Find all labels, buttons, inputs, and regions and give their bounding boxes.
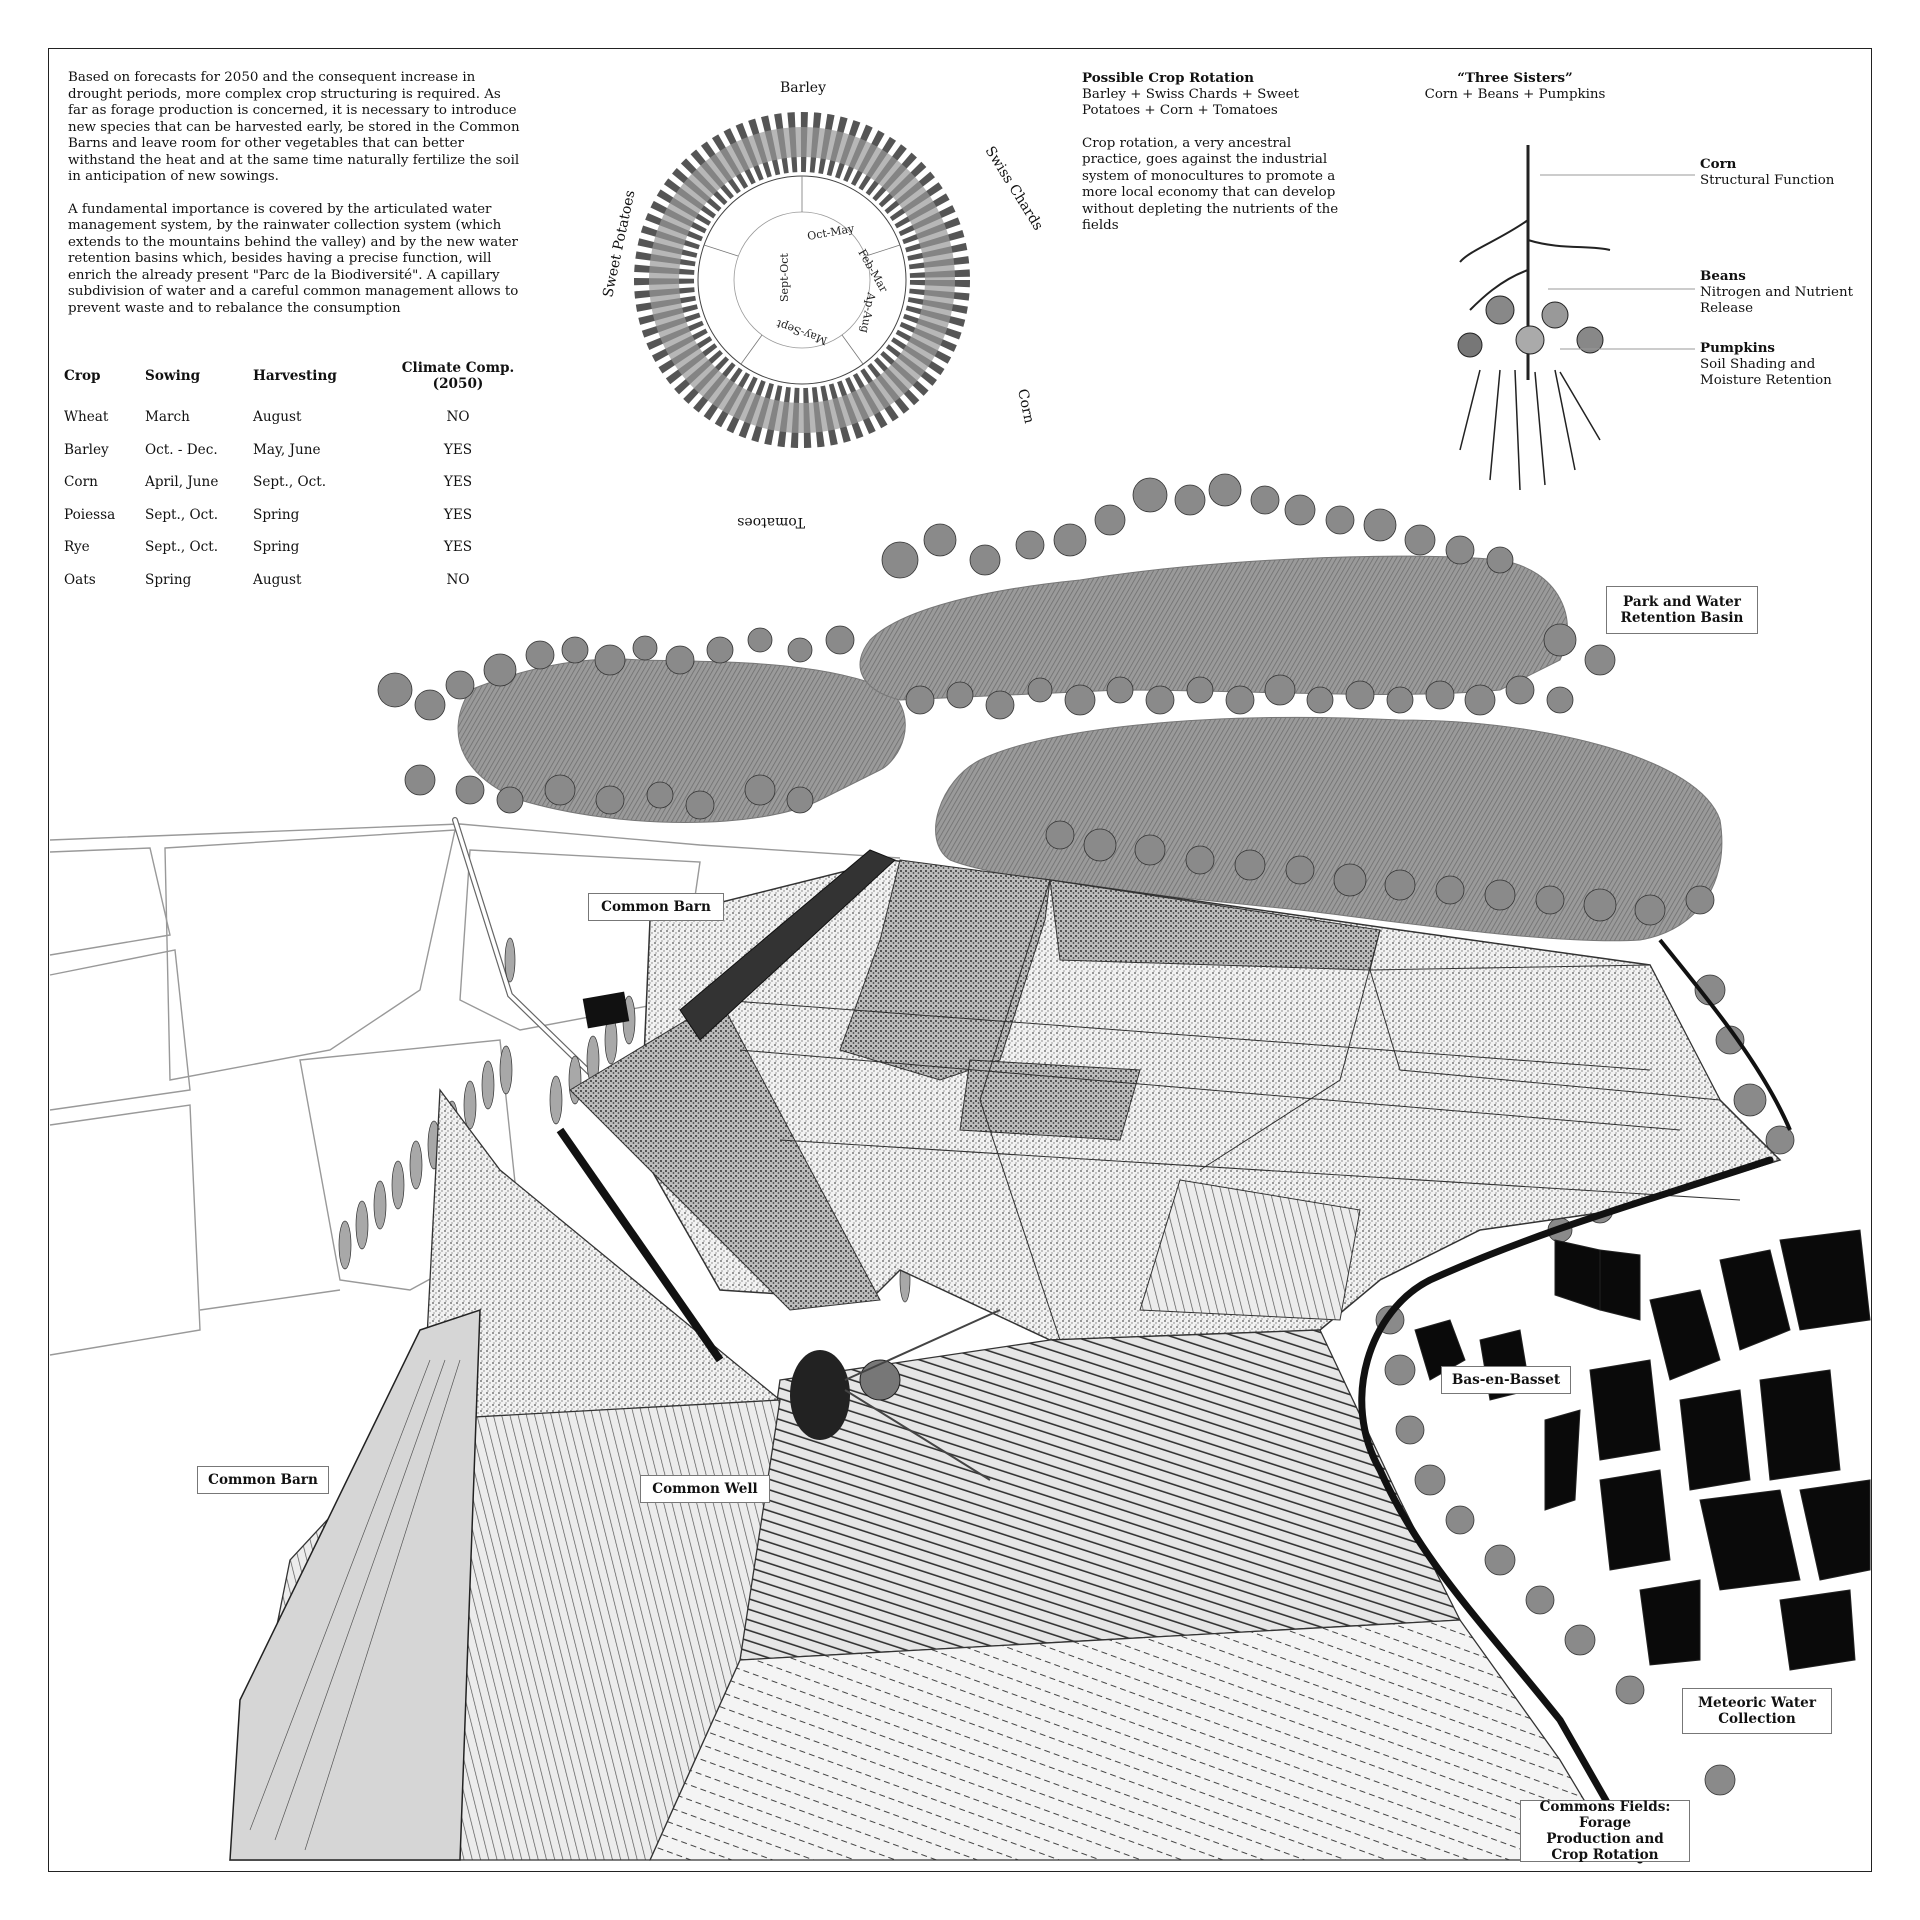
header-harvesting: Harvesting [253, 368, 337, 384]
cell-sowing: Spring [145, 571, 192, 588]
table-row: Poiessa Sept., Oct. Spring YES [64, 507, 533, 540]
cell-crop: Corn [64, 474, 98, 490]
wheel-label-swiss-chards: Swiss Chards [982, 144, 1046, 234]
cell-crop: Poiessa [64, 506, 116, 523]
rotation-subtitle: Barley + Swiss Chards + Sweet Potatoes +… [1082, 86, 1299, 119]
cell-climate: YES [443, 506, 473, 523]
label-park-water-basin: Park and Water Retention Basin [1606, 586, 1758, 634]
cell-crop: Oats [64, 571, 96, 588]
cell-sowing: Sept., Oct. [145, 539, 219, 555]
wheel-label-tomatoes: Tomatoes [737, 514, 805, 530]
crop-table: Crop Sowing Harvesting Climate Comp. (20… [64, 360, 533, 604]
wheel-inner-oct-may: Oct-May [806, 222, 856, 243]
label-common-well: Common Well [640, 1475, 770, 1503]
intro-paragraph-1: Based on forecasts for 2050 and the cons… [68, 70, 520, 184]
cell-sowing: March [145, 409, 190, 425]
cell-harvesting: Spring [253, 506, 300, 523]
wheel-label-corn: Corn [1014, 388, 1037, 425]
table-row: Corn April, June Sept., Oct. YES [64, 474, 533, 507]
label-common-barn-top: Common Barn [588, 893, 724, 921]
cell-climate: NO [446, 409, 470, 425]
drawing-frame [48, 48, 1872, 1872]
plant-label-beans: Beans Nitrogen and Nutrient Release [1700, 268, 1853, 316]
three-sisters-title: “Three Sisters” [1457, 70, 1573, 86]
plant-label-pumpkins: Pumpkins Soil Shading and Moisture Reten… [1700, 340, 1832, 388]
table-row: Rye Sept., Oct. Spring YES [64, 539, 533, 572]
cell-sowing: Oct. - Dec. [145, 441, 218, 458]
intro-text: Based on forecasts for 2050 and the cons… [68, 70, 520, 333]
header-sowing: Sowing [145, 368, 201, 384]
cell-climate: YES [443, 441, 473, 458]
crop-rotation-text: Possible Crop Rotation Barley + Swiss Ch… [1082, 70, 1352, 251]
label-bas-en-basset: Bas-en-Basset [1441, 1366, 1571, 1394]
cell-crop: Barley [64, 441, 109, 458]
cell-crop: Wheat [64, 409, 109, 425]
three-sisters-heading: “Three Sisters” Corn + Beans + Pumpkins [1420, 70, 1610, 103]
cell-sowing: Sept., Oct. [145, 506, 219, 523]
cell-crop: Rye [64, 539, 90, 555]
three-sisters-plant [1457, 145, 1695, 491]
rotation-body: Crop rotation, a very ancestral practice… [1082, 135, 1339, 234]
cell-harvesting: August [253, 409, 302, 425]
plant-label-corn: Corn Structural Function [1700, 156, 1835, 188]
header-crop: Crop [64, 368, 101, 384]
wheel-inner-sept-oct: Sept-Oct [778, 253, 791, 302]
label-common-barn-left: Common Barn [197, 1466, 329, 1494]
cell-climate: YES [443, 474, 473, 490]
cell-climate: YES [443, 539, 473, 555]
intro-paragraph-2: A fundamental importance is covered by t… [68, 201, 519, 316]
wheel-inner-ap-aug: Ap-Aug [858, 290, 878, 333]
table-row: Wheat March August NO [64, 409, 533, 442]
cell-harvesting: August [253, 571, 302, 588]
three-sisters-subtitle: Corn + Beans + Pumpkins [1424, 86, 1606, 102]
cell-sowing: April, June [145, 474, 219, 490]
cell-harvesting: Sept., Oct. [253, 474, 327, 490]
crop-rotation-wheel [634, 112, 970, 448]
wheel-inner-may-sept: May-Sept [774, 317, 829, 348]
crop-table-header: Crop Sowing Harvesting Climate Comp. (20… [64, 360, 533, 409]
rotation-title: Possible Crop Rotation [1082, 70, 1254, 86]
table-row: Oats Spring August NO [64, 572, 533, 605]
table-row: Barley Oct. - Dec. May, June YES [64, 442, 533, 475]
cell-climate: NO [446, 571, 470, 588]
cell-harvesting: May, June [253, 441, 321, 458]
wheel-label-sweet-potatoes: Sweet Potatoes [600, 189, 638, 299]
cell-harvesting: Spring [253, 539, 300, 555]
wheel-label-barley: Barley [780, 80, 826, 96]
wheel-inner-feb-mar: Feb-Mar [855, 247, 890, 295]
label-meteoric-water: Meteoric Water Collection [1682, 1688, 1832, 1734]
header-climate: Climate Comp. (2050) [401, 360, 515, 392]
label-commons-fields: Commons Fields: Forage Production and Cr… [1520, 1799, 1690, 1863]
